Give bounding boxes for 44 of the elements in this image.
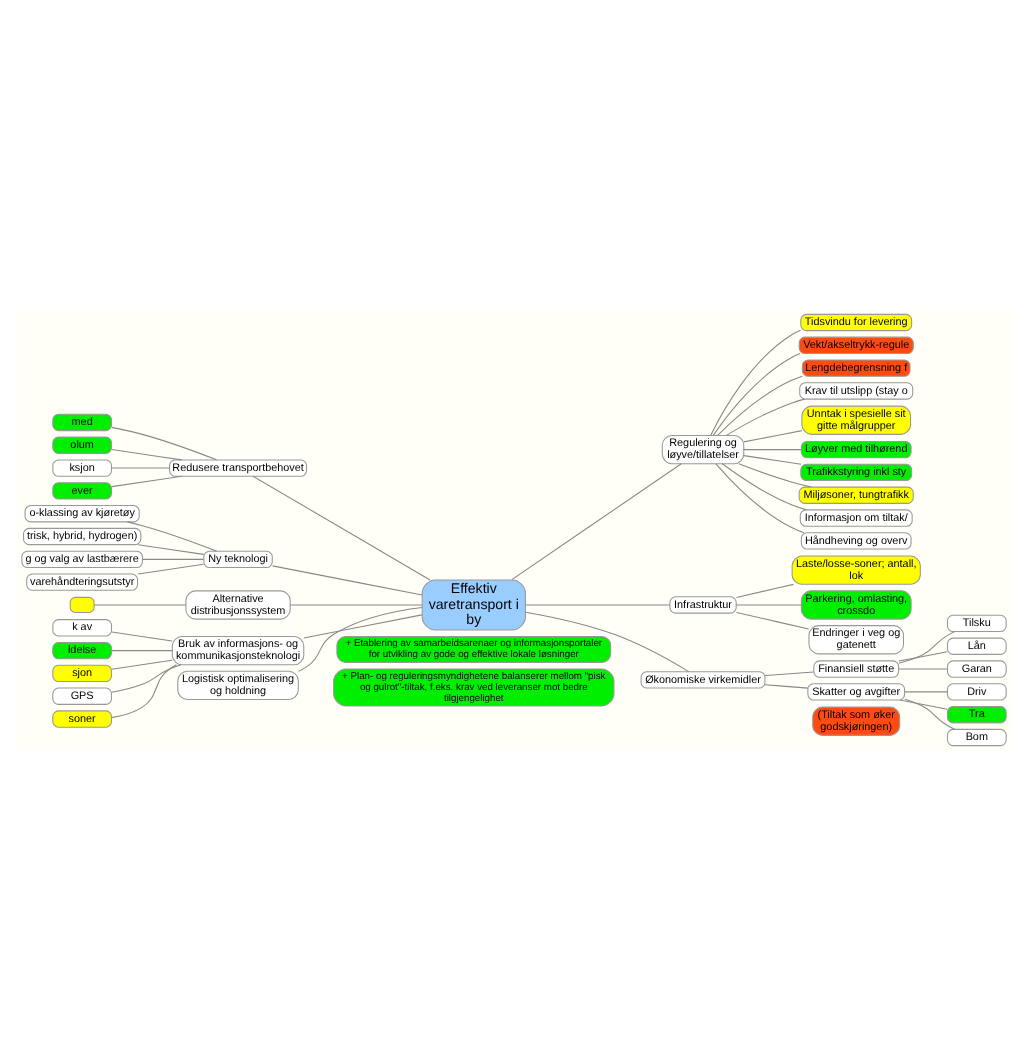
connector [142, 557, 204, 559]
connector [525, 610, 690, 672]
connector [898, 650, 948, 661]
connector [764, 670, 815, 676]
connector [904, 690, 948, 692]
connector [743, 454, 802, 464]
connector [735, 610, 810, 629]
connector [111, 630, 173, 641]
connector [93, 603, 187, 605]
connector [126, 520, 218, 551]
connector [111, 447, 183, 460]
connector [111, 663, 182, 692]
connector [303, 613, 423, 638]
connector [111, 466, 170, 468]
connector [904, 697, 956, 729]
connector [764, 683, 809, 688]
connector [725, 397, 806, 435]
connector [111, 649, 173, 651]
connector [738, 462, 812, 487]
connector [137, 543, 205, 554]
connector [735, 582, 795, 598]
connector [721, 462, 807, 510]
connector [743, 448, 802, 450]
connector [717, 374, 803, 435]
connector [735, 603, 802, 605]
connector [898, 630, 956, 663]
connector [715, 462, 805, 533]
connector [289, 603, 423, 605]
connector [137, 562, 205, 574]
connector [710, 328, 802, 435]
connector [297, 606, 423, 671]
connector [111, 474, 183, 487]
connector [899, 698, 948, 709]
connector [511, 462, 682, 580]
connector [111, 663, 178, 718]
connector [111, 425, 218, 460]
connector [252, 474, 431, 580]
node-box [69, 595, 95, 613]
connector [111, 658, 173, 669]
connector [712, 352, 801, 435]
connector [743, 429, 803, 442]
connector [898, 667, 948, 669]
connector [525, 603, 671, 605]
connector [272, 564, 423, 595]
